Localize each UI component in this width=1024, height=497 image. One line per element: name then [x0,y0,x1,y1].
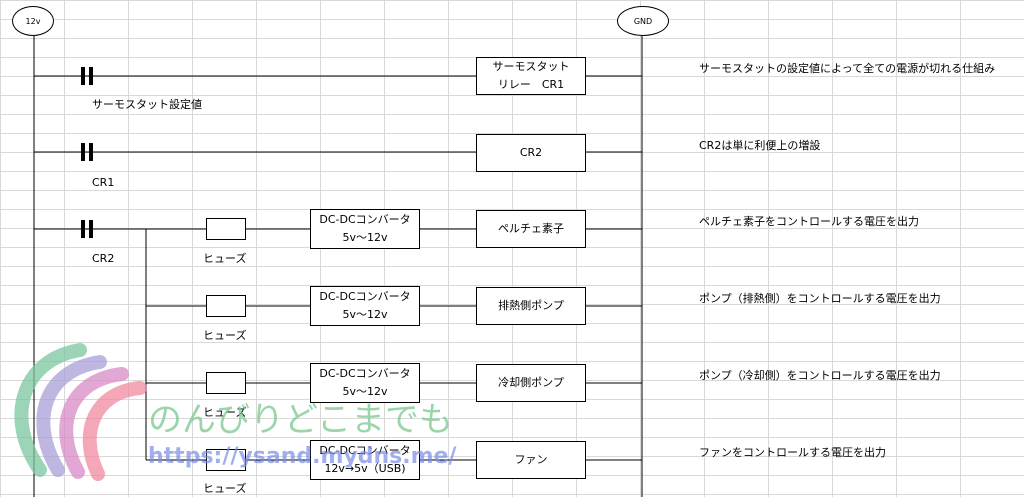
load-thermostat-relay-line2: リレー CR1 [497,78,565,91]
dcdc-converter-1-title: DC-DCコンバータ [319,213,411,226]
contact-label-cr1: CR1 [92,176,115,189]
load-thermostat-relay-line1: サーモスタット [492,60,570,73]
dcdc-converter-3-title: DC-DCコンバータ [319,367,411,380]
fuse-2 [206,295,246,317]
fuse-3 [206,372,246,394]
note-row-1: サーモスタットの設定値によって全ての電源が切れる仕組み [699,62,996,75]
dcdc-converter-4: DC-DCコンバータ 12v→5v（USB) [310,440,420,480]
load-fan: ファン [476,441,586,479]
fuse-label-3: ヒューズ [203,406,247,419]
note-row-6: ファンをコントロールする電圧を出力 [699,446,886,459]
contact-thermostat [81,67,95,85]
load-cooling-pump: 冷却側ポンプ [476,364,586,402]
note-row-2: CR2は単に利便上の増設 [699,139,821,152]
load-cr2: CR2 [476,134,586,172]
terminal-gnd: GND [617,6,669,36]
dcdc-converter-4-title: DC-DCコンバータ [319,444,411,457]
load-exhaust-pump-label: 排熱側ポンプ [498,299,564,312]
dcdc-converter-2-title: DC-DCコンバータ [319,290,411,303]
note-row-4: ポンプ（排熱側）をコントロールする電圧を出力 [699,292,941,305]
load-peltier-label: ペルチェ素子 [498,222,564,235]
dcdc-converter-1-range: 5v～12v [342,231,388,244]
contact-label-cr2: CR2 [92,252,115,265]
contact-cr2 [81,220,95,238]
load-exhaust-pump: 排熱側ポンプ [476,287,586,325]
dcdc-converter-3: DC-DCコンバータ 5v～12v [310,363,420,403]
fuse-label-4: ヒューズ [203,482,247,495]
fuse-label-1: ヒューズ [203,252,247,265]
load-cooling-pump-label: 冷却側ポンプ [498,376,564,389]
terminal-12v: 12v [12,6,54,36]
fuse-label-2: ヒューズ [203,329,247,342]
load-thermostat-relay: サーモスタット リレー CR1 [476,57,586,95]
fuse-4 [206,449,246,471]
watermark-url: https://ysand.mydns.me/ [148,444,457,469]
dcdc-converter-1: DC-DCコンバータ 5v～12v [310,209,420,249]
contact-label-thermostat: サーモスタット設定値 [92,98,202,111]
terminal-12v-label: 12v [25,16,41,26]
dcdc-converter-2-range: 5v～12v [342,308,388,321]
load-peltier: ペルチェ素子 [476,210,586,248]
dcdc-converter-3-range: 5v～12v [342,385,388,398]
dcdc-converter-4-range: 12v→5v（USB) [324,462,406,475]
load-cr2-label: CR2 [519,146,543,159]
note-row-5: ポンプ（冷却側）をコントロールする電圧を出力 [699,369,941,382]
contact-cr1 [81,143,95,161]
fuse-1 [206,218,246,240]
terminal-gnd-label: GND [633,16,653,26]
load-fan-label: ファン [514,453,548,466]
note-row-3: ペルチェ素子をコントロールする電圧を出力 [699,215,919,228]
watermark-title: のんびりどこまでも [148,400,453,440]
dcdc-converter-2: DC-DCコンバータ 5v～12v [310,286,420,326]
